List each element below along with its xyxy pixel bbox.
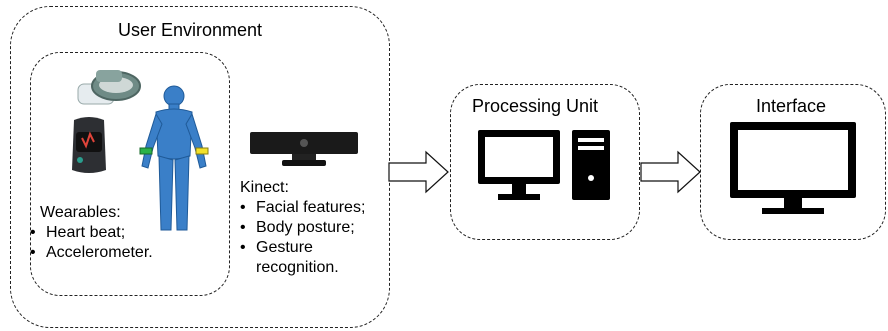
interface-box [700, 84, 886, 240]
kinect-list-continuation: recognition. [256, 259, 339, 276]
arrow-right-icon [388, 150, 449, 194]
list-item: Facial features; [238, 198, 365, 218]
wearables-heading: Wearables: [40, 204, 121, 221]
monitor-icon [730, 122, 856, 214]
list-item: Body posture; [238, 218, 365, 238]
list-item: Accelerometer. [28, 243, 153, 263]
processing-unit-title: Processing Unit [472, 96, 599, 116]
arrow-right-icon [640, 150, 701, 194]
list-item: Gesture [238, 238, 365, 258]
wearable-band-icon [77, 70, 141, 105]
list-item: Heart beat; [28, 223, 153, 243]
kinect-heading: Kinect: [240, 179, 289, 196]
fitness-tracker-icon [72, 117, 106, 173]
user-environment-title: User Environment [118, 20, 263, 40]
processing-unit-box [450, 84, 640, 240]
desktop-computer-icon [478, 130, 610, 200]
wearables-box [30, 52, 230, 296]
interface-title: Interface [756, 96, 827, 116]
human-body-icon [139, 85, 209, 231]
kinect-sensor-icon [250, 132, 358, 166]
wearables-list: Heart beat; Accelerometer. [28, 223, 153, 263]
kinect-list: Facial features; Body posture; Gesture [238, 198, 365, 258]
